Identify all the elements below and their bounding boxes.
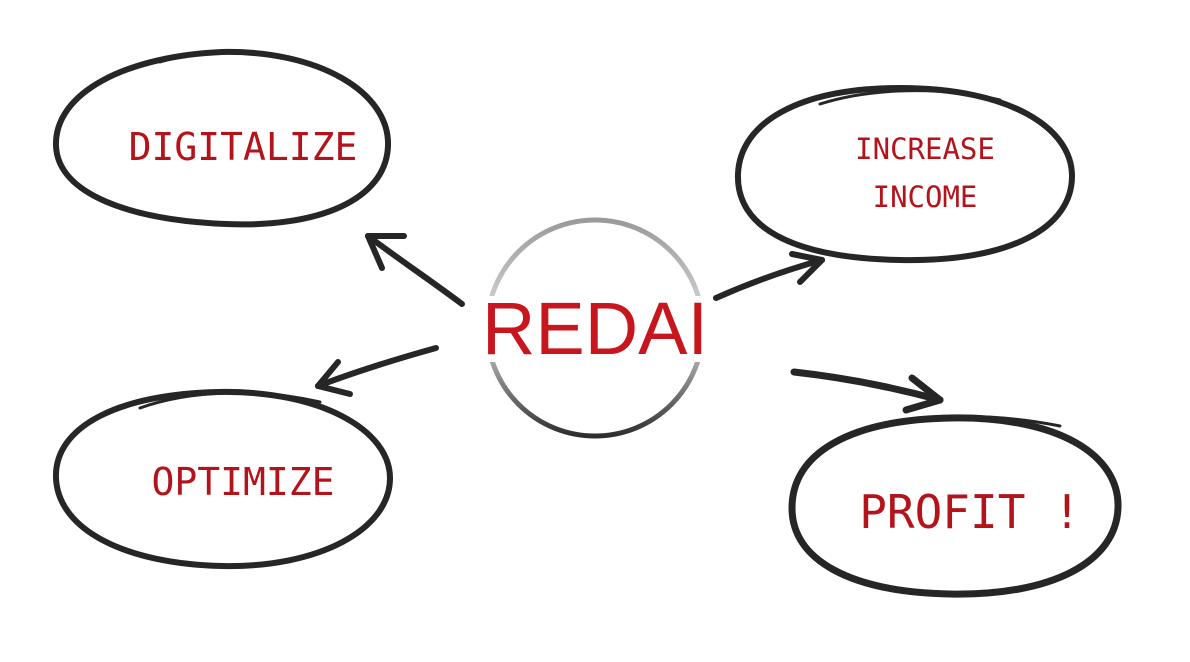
arrow-to-optimize (315, 345, 439, 397)
arrow-to-profit (790, 368, 944, 414)
node-digitalize: DIGITALIZE (52, 48, 392, 228)
node-optimize-label: OPTIMIZE (151, 460, 334, 504)
node-increase-income-label-line2: INCOME (873, 180, 978, 214)
node-profit: PROFIT ! (788, 414, 1122, 598)
node-profit-label: PROFIT ! (859, 485, 1081, 539)
center-node: REDAI (470, 217, 720, 439)
node-increase-income-ellipse (734, 84, 1076, 264)
node-increase-income: INCREASE INCOME (734, 84, 1076, 264)
node-profit-ellipse (788, 414, 1122, 598)
center-logo-label: REDAI (482, 287, 708, 370)
node-optimize: OPTIMIZE (52, 388, 394, 570)
node-digitalize-ellipse (52, 48, 392, 228)
node-optimize-ellipse (52, 388, 394, 570)
arrow-to-increase-income (713, 251, 825, 301)
node-digitalize-label: DIGITALIZE (129, 125, 358, 169)
node-increase-income-label-line1: INCREASE (855, 132, 995, 166)
arrow-to-digitalize (365, 233, 465, 307)
